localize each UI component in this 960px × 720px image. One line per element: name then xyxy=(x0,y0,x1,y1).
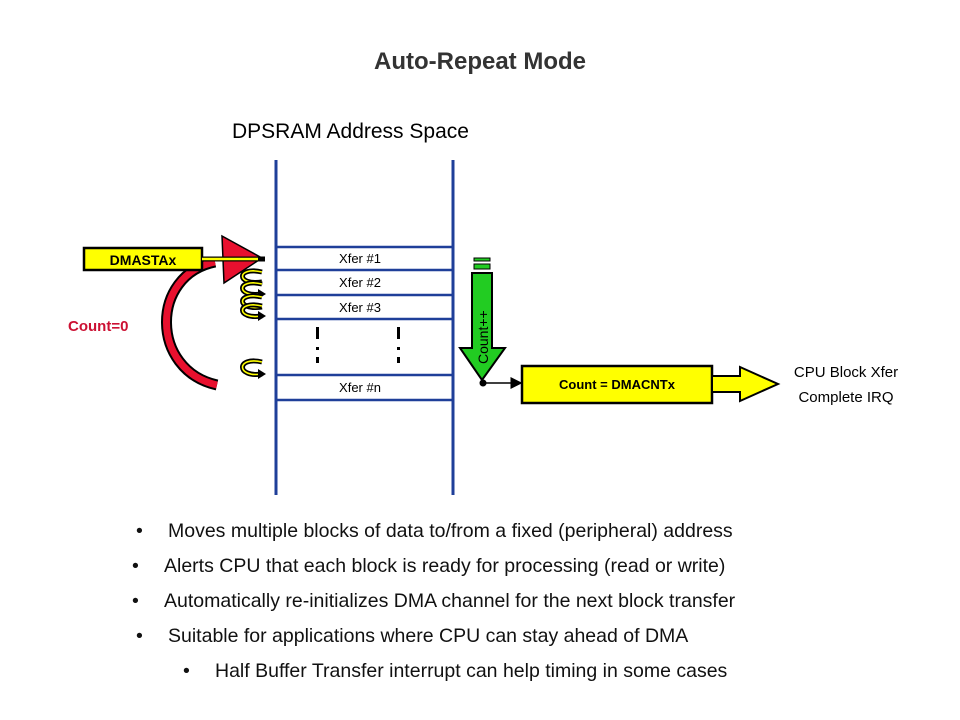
row-label-xfer-1: Xfer #1 xyxy=(339,251,381,266)
spiral-arrow-icon xyxy=(240,293,266,321)
dmasta-register: DMASTAx xyxy=(82,246,265,272)
bullet-text: Half Buffer Transfer interrupt can help … xyxy=(215,660,728,682)
irq-label-line1: CPU Block Xfer xyxy=(794,364,898,381)
ellipsis-marks xyxy=(316,327,400,363)
bullet-dot: • xyxy=(132,590,139,612)
bullet-text: Automatically re-initializes DMA channel… xyxy=(164,590,736,612)
row-label-xfer-2: Xfer #2 xyxy=(339,275,381,290)
irq-label-line2: Complete IRQ xyxy=(798,389,893,406)
compare-label: Count = DMACNTx xyxy=(559,377,676,392)
bullet-dot: • xyxy=(136,625,143,647)
bullet-dot: • xyxy=(136,520,143,542)
slide-title: Auto-Repeat Mode xyxy=(374,48,586,75)
count-increment-arrow: Count++ xyxy=(458,257,523,389)
bullet-item: • Automatically re-initializes DMA chann… xyxy=(132,590,736,613)
bullet-text: Alerts CPU that each block is ready for … xyxy=(164,555,726,577)
row-label-xfer-n: Xfer #n xyxy=(339,380,381,395)
dmasta-label: DMASTAx xyxy=(110,252,177,268)
irq-arrow-icon xyxy=(711,365,781,403)
address-space-heading: DPSRAM Address Space xyxy=(232,120,469,143)
bullet-dot: • xyxy=(132,555,139,577)
bullet-dot: • xyxy=(183,660,190,682)
bullet-text: Moves multiple blocks of data to/from a … xyxy=(168,520,733,542)
reset-count-label: Count=0 xyxy=(68,318,128,335)
bullet-text: Suitable for applications where CPU can … xyxy=(168,625,689,647)
bullet-item: • Suitable for applications where CPU ca… xyxy=(136,625,689,648)
bullet-item: • Moves multiple blocks of data to/from … xyxy=(136,520,733,543)
transfer-advance-arrows xyxy=(240,268,266,379)
row-label-xfer-3: Xfer #3 xyxy=(339,300,381,315)
bullet-item: • Alerts CPU that each block is ready fo… xyxy=(132,555,726,578)
memory-column: Xfer #1 Xfer #2 Xfer #3 Xfer #n xyxy=(274,160,455,495)
count-compare-box: Count = DMACNTx xyxy=(520,364,781,405)
spiral-arrow-icon xyxy=(240,358,266,379)
bullet-item-sub: • Half Buffer Transfer interrupt can hel… xyxy=(183,660,728,683)
count-increment-label: Count++ xyxy=(475,310,491,364)
